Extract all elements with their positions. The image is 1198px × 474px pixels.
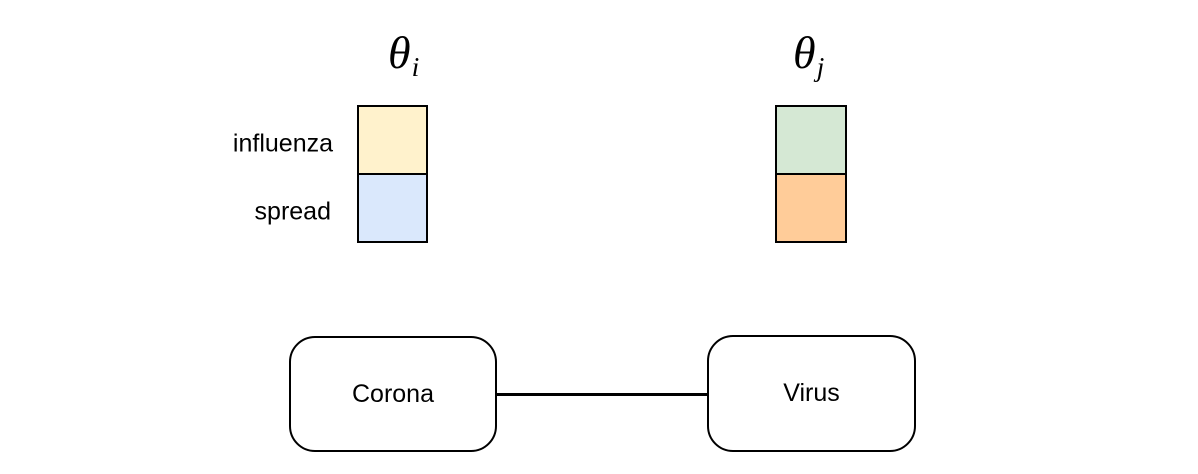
theta-j-cell-influenza	[775, 105, 847, 175]
theta-j-label: θj	[793, 27, 824, 81]
theta-i-stack	[357, 105, 428, 243]
theta-j-cell-spread	[775, 172, 847, 243]
theta-i-symbol: θ	[388, 27, 411, 78]
corona-virus-edge	[497, 393, 707, 396]
theta-i-subscript: i	[411, 50, 420, 82]
row-label-spread: spread	[254, 197, 331, 226]
node-virus-label: Virus	[783, 379, 840, 407]
theta-i-label: θi	[388, 27, 419, 81]
node-virus: Virus	[707, 335, 916, 452]
theta-j-symbol: θ	[793, 27, 816, 78]
theta-j-stack	[775, 105, 847, 243]
theta-i-cell-influenza	[357, 105, 428, 175]
theta-j-subscript: j	[816, 50, 825, 82]
node-corona: Corona	[289, 336, 497, 452]
theta-i-cell-spread	[357, 172, 428, 243]
row-label-influenza: influenza	[232, 129, 333, 158]
node-corona-label: Corona	[352, 379, 434, 408]
